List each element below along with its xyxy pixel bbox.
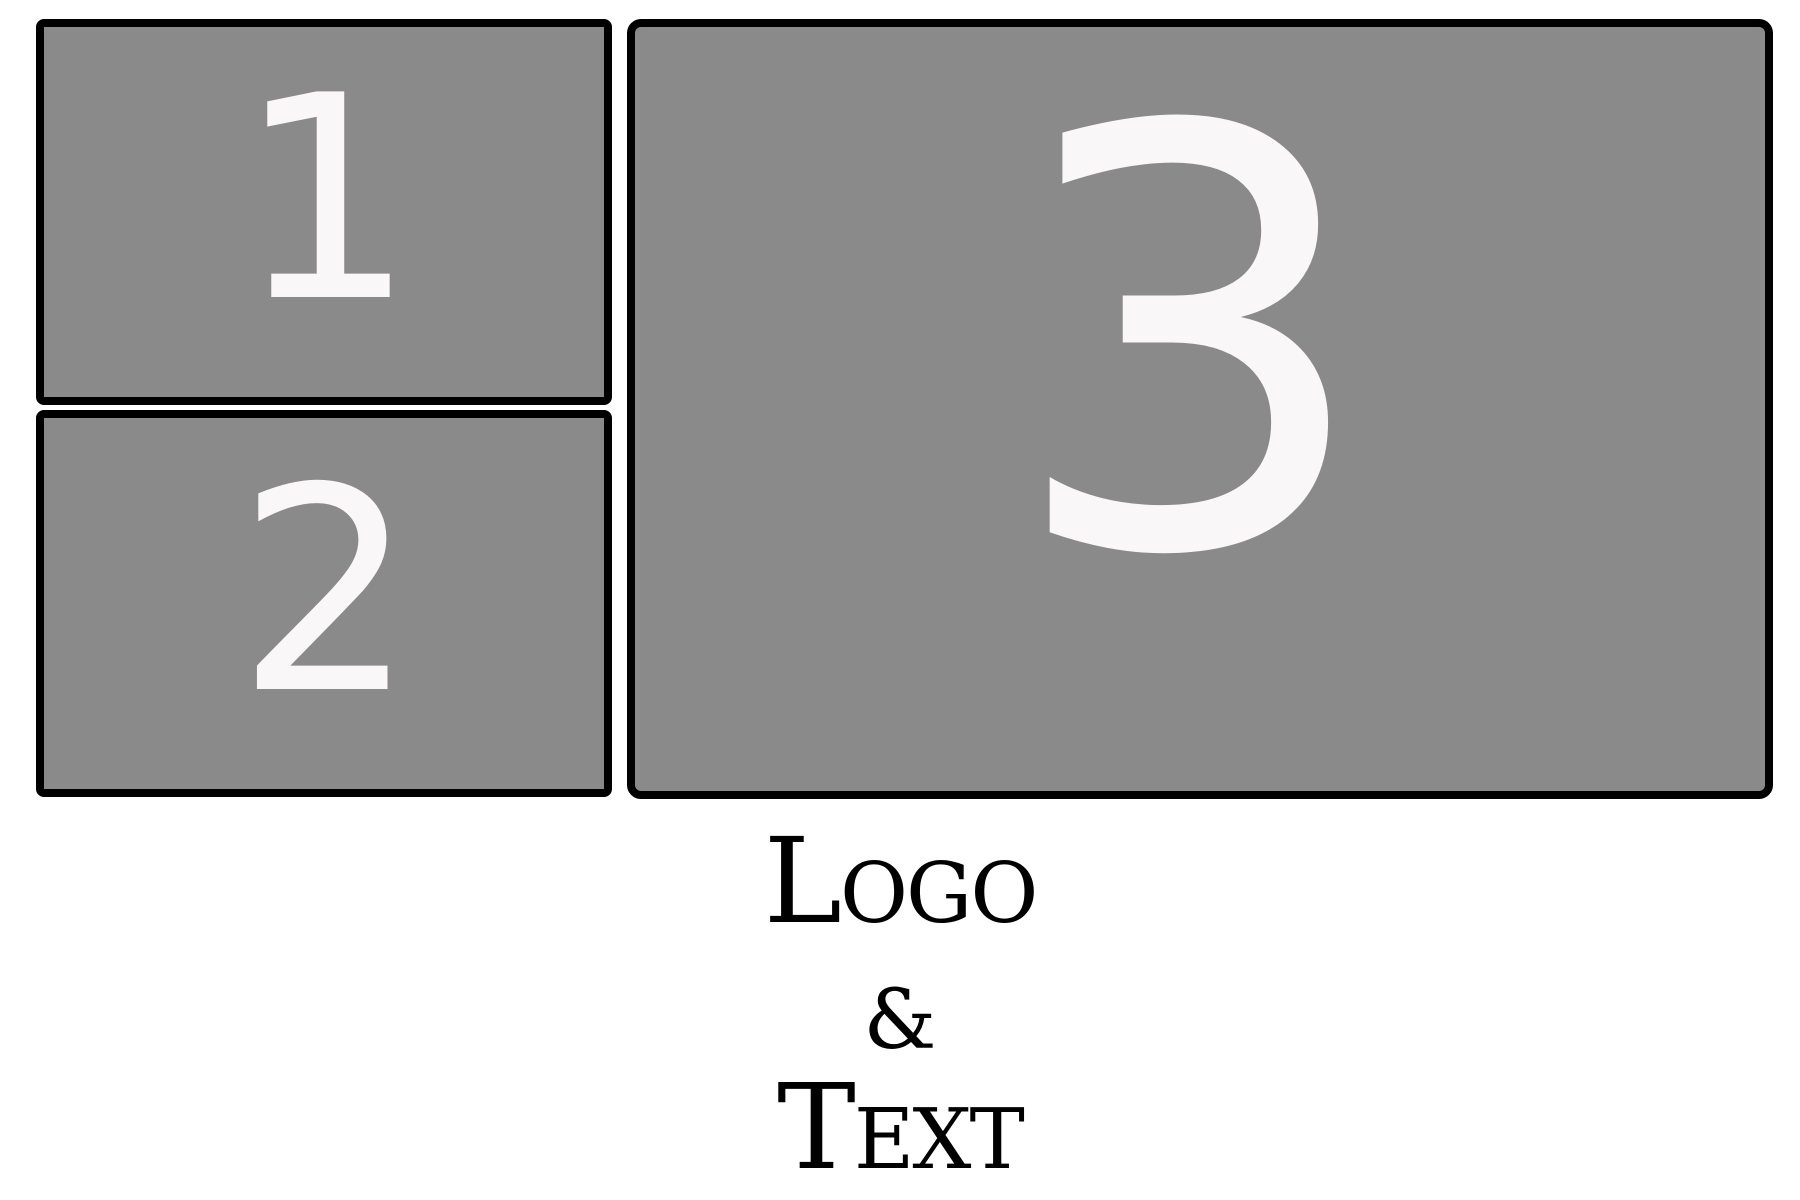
panel-1-number: 1 bbox=[236, 35, 416, 364]
panel-1: 1 bbox=[36, 19, 612, 405]
panel-2: 2 bbox=[36, 410, 612, 797]
panel-3-number: 3 bbox=[1005, 7, 1375, 682]
panel-3: 3 bbox=[627, 19, 1773, 799]
panel-2-number: 2 bbox=[236, 426, 416, 756]
caption-logo: Logo bbox=[763, 812, 1039, 950]
caption-text: Text bbox=[777, 1058, 1025, 1196]
caption-ampersand: & bbox=[863, 973, 937, 1068]
